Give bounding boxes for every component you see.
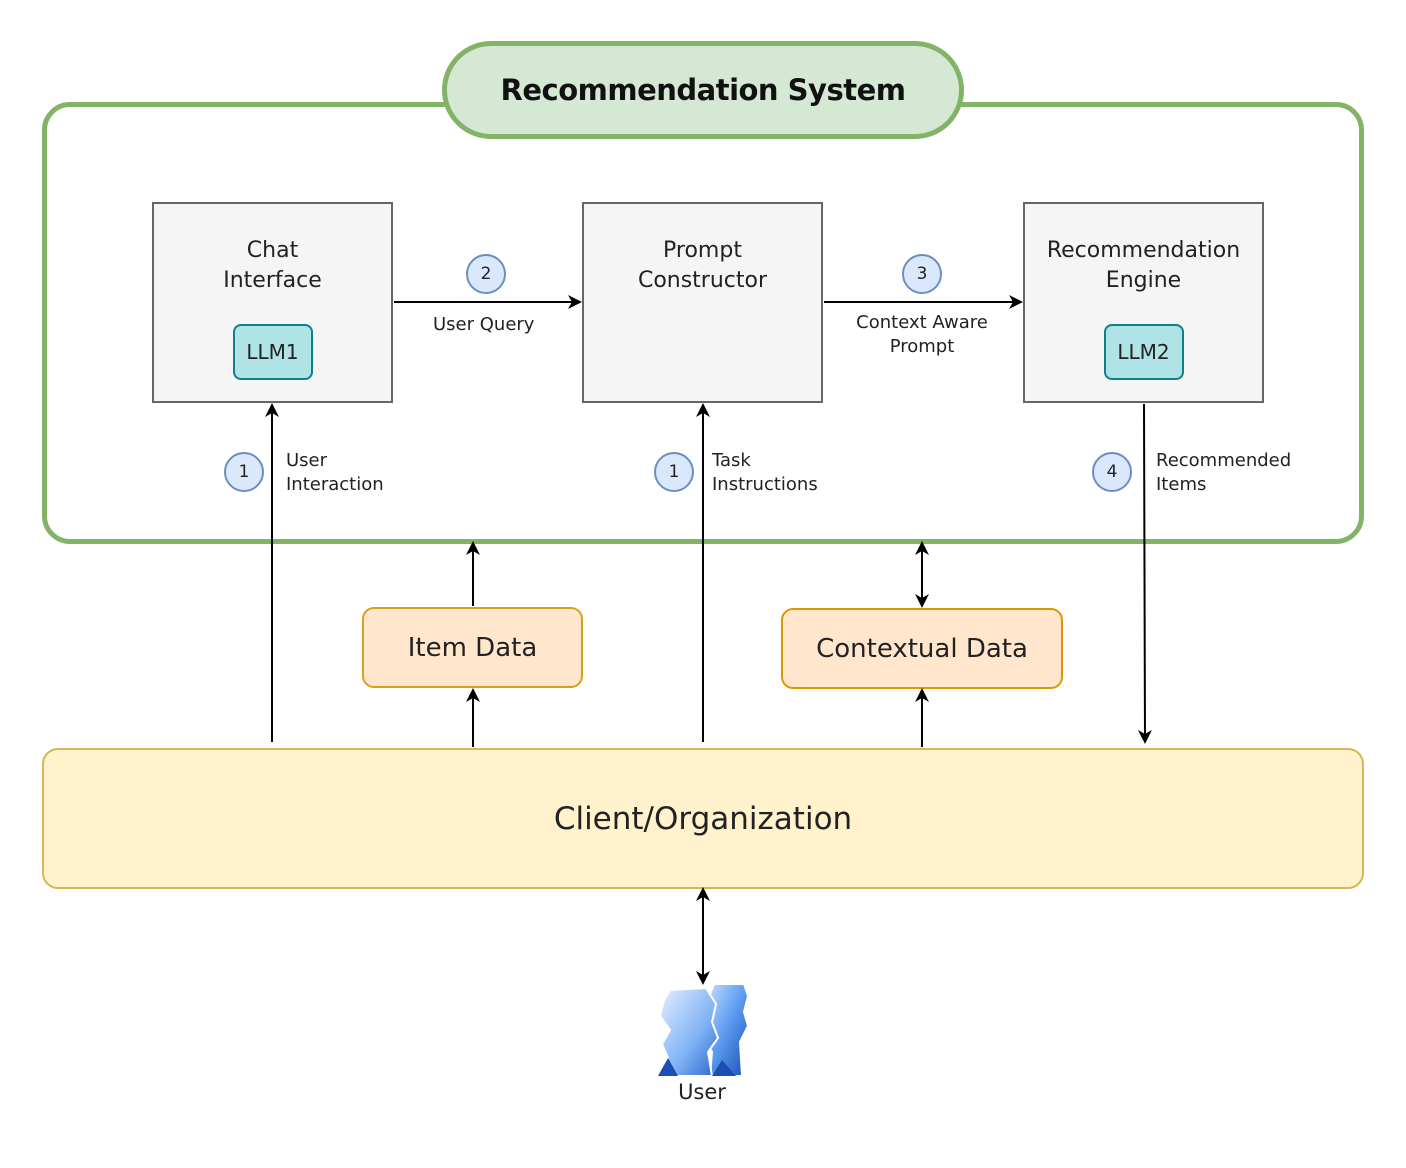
context-aware-prompt-label: Context Aware Prompt (846, 311, 998, 359)
chat-interface-box[interactable]: Chat Interface LLM1 (152, 202, 393, 403)
recommendation-engine-title-line1: Recommendation (1046, 238, 1241, 263)
task-instructions-label: Task Instructions (712, 449, 818, 497)
recommended-items-label: Recommended Items (1156, 449, 1291, 497)
task-instructions-line1: Task (712, 450, 751, 471)
user-interaction-line2: Interaction (286, 474, 384, 495)
user-query-label: User Query (433, 314, 535, 335)
prompt-constructor-title-line1: Prompt (663, 238, 742, 263)
prompt-constructor-box[interactable]: Prompt Constructor (582, 202, 823, 403)
user-interaction-label: User Interaction (286, 449, 384, 497)
step-badge-4: 4 (1092, 452, 1132, 492)
chat-interface-title-line1: Chat (246, 238, 299, 263)
recommendation-engine-box[interactable]: Recommendation Engine LLM2 (1023, 202, 1264, 403)
recommended-items-line2: Items (1156, 474, 1207, 495)
user-group-icon[interactable] (652, 982, 754, 1078)
step-badge-1-task-instructions: 1 (654, 452, 694, 492)
context-aware-prompt-line1: Context Aware (856, 312, 988, 333)
task-instructions-line2: Instructions (712, 474, 818, 495)
prompt-constructor-title-line2: Constructor (637, 268, 768, 293)
step-badge-1-user-interaction: 1 (224, 452, 264, 492)
step-badge-2: 2 (466, 254, 506, 294)
recommended-items-line1: Recommended (1156, 450, 1292, 471)
step-badge-3: 3 (902, 254, 942, 294)
chat-interface-title-line2: Interface (223, 268, 322, 293)
llm2-badge[interactable]: LLM2 (1103, 324, 1184, 380)
user-label: User (678, 1080, 726, 1104)
user-interaction-line1: User (286, 450, 328, 471)
context-aware-prompt-line2: Prompt (889, 336, 955, 357)
client-organization-box[interactable]: Client/Organization (42, 748, 1364, 889)
contextual-data-box[interactable]: Contextual Data (781, 608, 1063, 689)
recommendation-engine-title-line2: Engine (1105, 268, 1182, 293)
item-data-box[interactable]: Item Data (362, 607, 583, 688)
recommendation-system-title: Recommendation System (442, 41, 964, 139)
llm1-badge[interactable]: LLM1 (232, 324, 313, 380)
